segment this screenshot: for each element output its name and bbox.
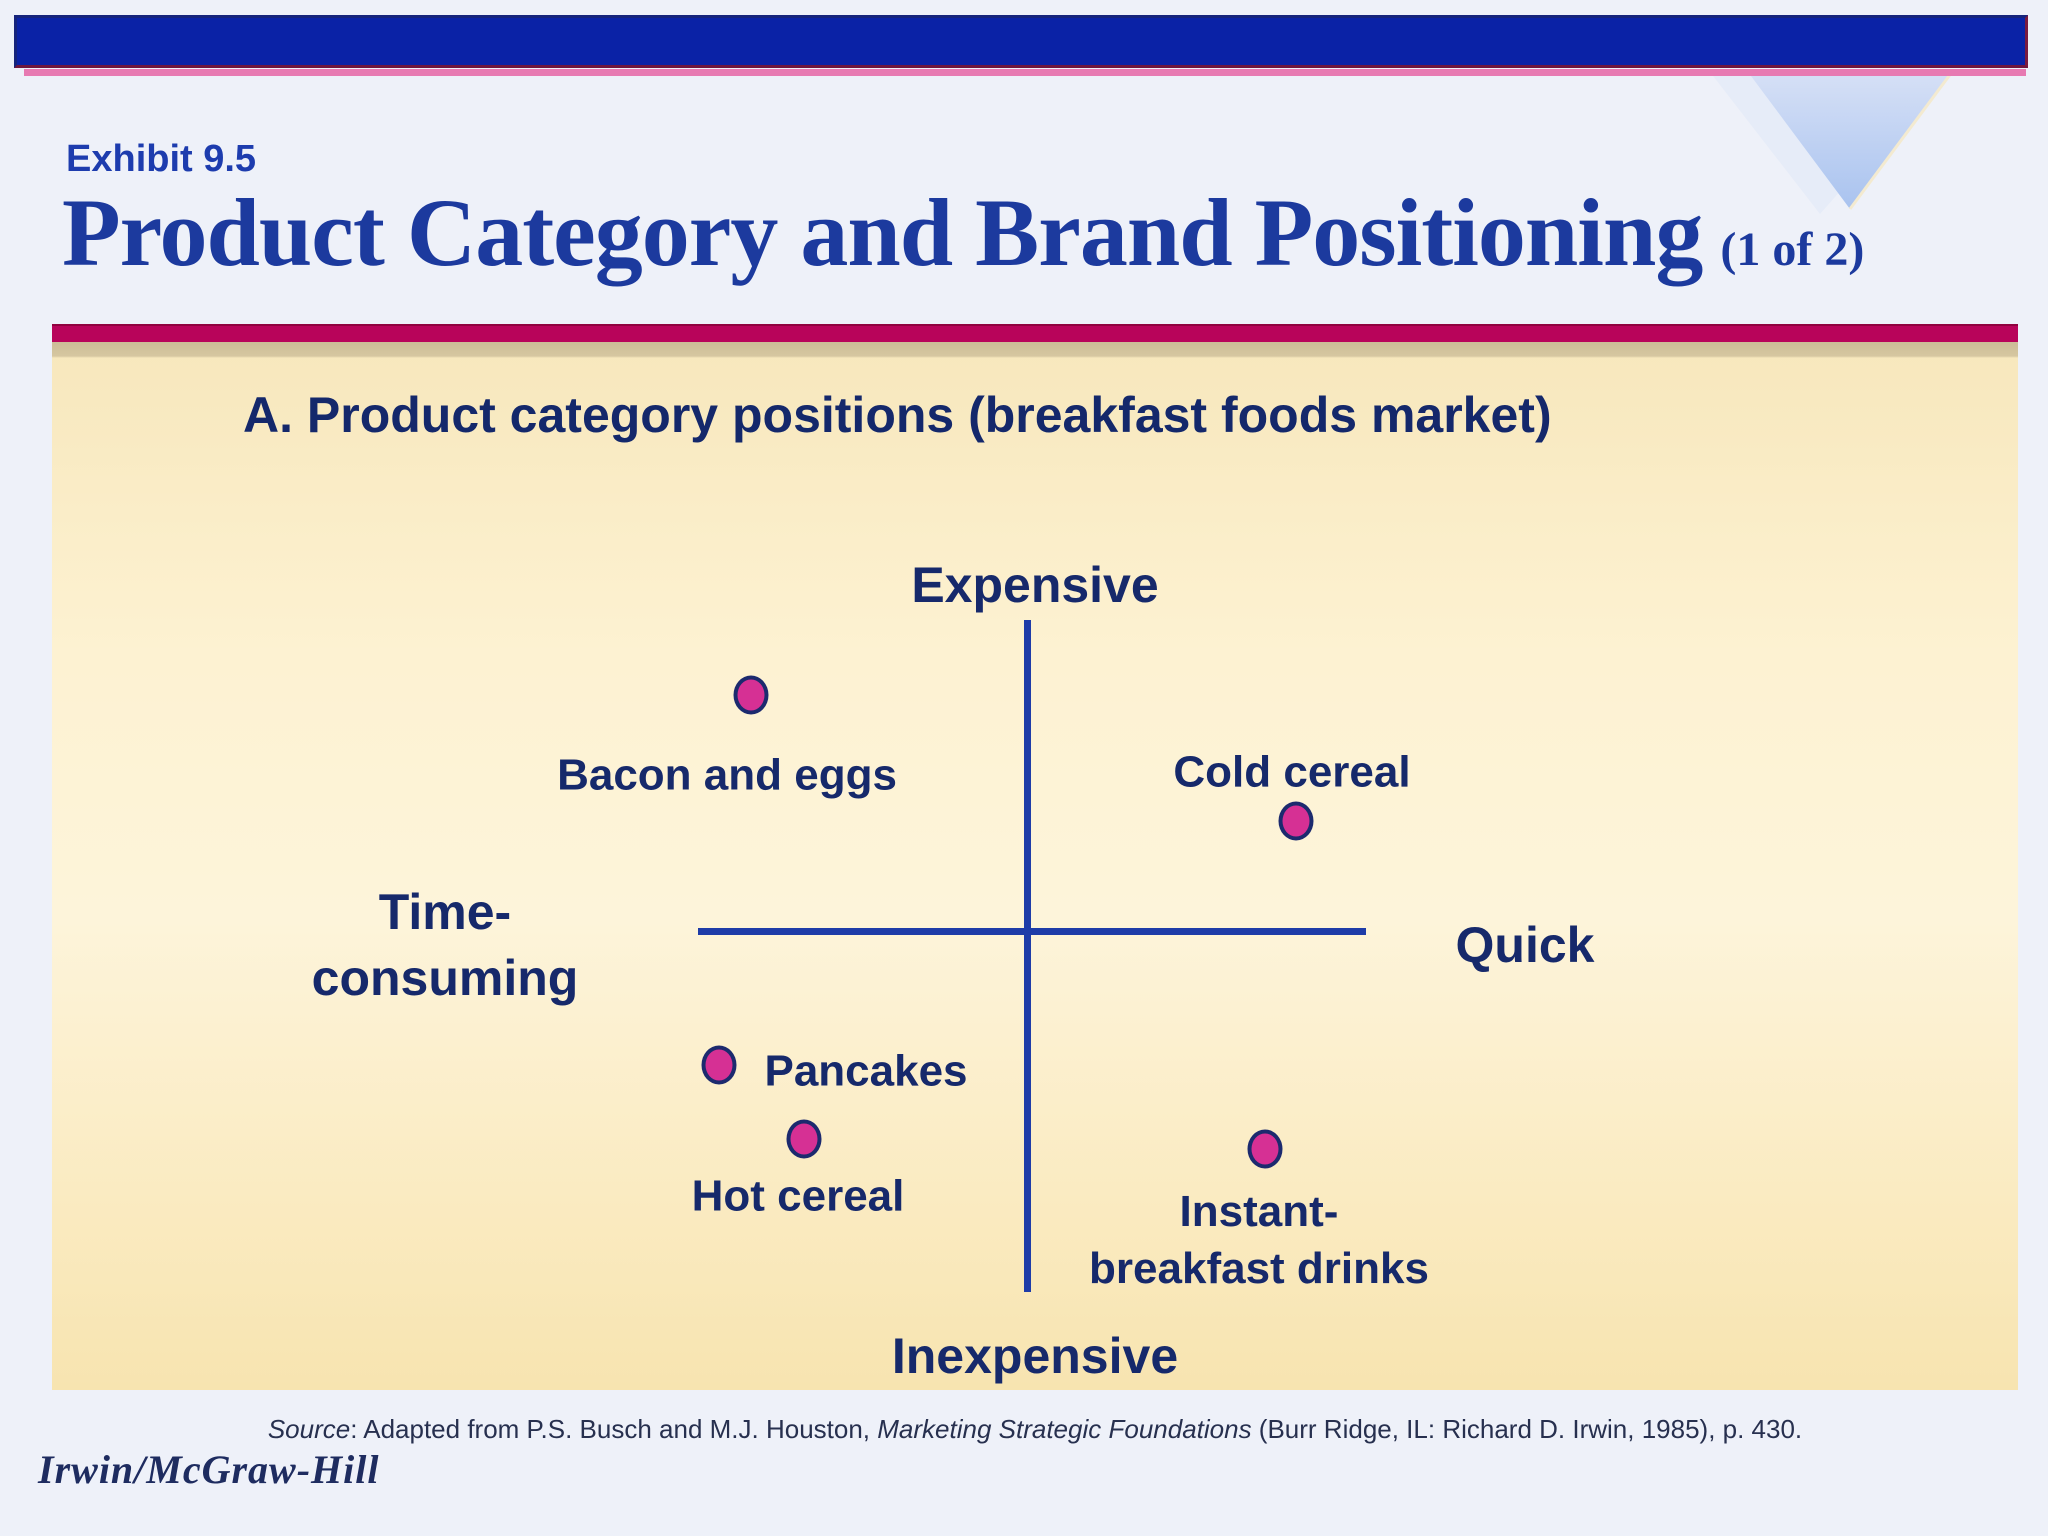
triangle-cream-edge <box>1848 72 1954 210</box>
top-banner-bar <box>14 15 2028 68</box>
axis-label-inexpensive: Inexpensive <box>892 1323 1178 1389</box>
source-work-title: Marketing Strategic Foundations <box>877 1414 1252 1444</box>
data-point-dot <box>701 1045 737 1085</box>
page-title-part-indicator: (1 of 2) <box>1720 223 1865 276</box>
exhibit-number-label: Exhibit 9.5 <box>66 138 257 180</box>
label-line: Bacon and eggs <box>557 750 897 800</box>
label-line: Pancakes <box>764 1046 968 1096</box>
blue-triangle-icon <box>1748 72 1952 209</box>
page-title: Product Category and Brand Positioning (1… <box>62 180 1864 286</box>
data-point-dot <box>786 1119 822 1159</box>
data-point-dot <box>1247 1129 1283 1169</box>
source-mid-text: : Adapted from P.S. Busch and M.J. Houst… <box>350 1414 878 1444</box>
label-line: breakfast drinks <box>1089 1244 1429 1293</box>
label-line: Inexpensive <box>891 1328 1179 1384</box>
label-line: consuming <box>311 950 579 1006</box>
label-line: Instant- <box>1179 1186 1339 1236</box>
publisher-brand: Irwin/McGraw-Hill <box>38 1447 380 1492</box>
data-point-label: Hot cereal <box>692 1167 905 1224</box>
axis-label-expensive: Expensive <box>911 552 1158 618</box>
page-title-text: Product Category and Brand Positioning <box>62 179 1703 286</box>
label-line: Time- <box>378 884 512 940</box>
label-line: Quick <box>1455 917 1595 973</box>
corner-triangle-decoration <box>1710 72 1954 214</box>
label-line: Expensive <box>911 557 1159 613</box>
label-line: Cold cereal <box>1173 747 1411 797</box>
label-line: Hot cereal <box>691 1171 905 1221</box>
data-point-label: Cold cereal <box>1173 743 1410 800</box>
crimson-divider-rule <box>52 324 2018 342</box>
chart-heading: A. Product category positions (breakfast… <box>243 387 1552 443</box>
source-word: Source <box>267 1414 351 1444</box>
axis-label-quick: Quick <box>1456 912 1595 978</box>
data-point-label: Instant-breakfast drinks <box>1089 1183 1429 1297</box>
data-point-dot <box>733 675 769 715</box>
vertical-axis-line <box>1024 620 1031 1292</box>
data-point-label: Bacon and eggs <box>557 746 897 803</box>
chart-panel <box>52 342 2018 1390</box>
data-point-dot <box>1278 801 1314 841</box>
banner-pink-underline <box>24 69 2026 76</box>
data-point-label: Pancakes <box>764 1042 967 1099</box>
axis-label-time-consuming: Time-consuming <box>312 879 579 1011</box>
source-citation: Source: Adapted from P.S. Busch and M.J.… <box>52 1414 2018 1445</box>
horizontal-axis-line <box>698 928 1366 935</box>
source-tail-text: (Burr Ridge, IL: Richard D. Irwin, 1985)… <box>1251 1414 1803 1444</box>
